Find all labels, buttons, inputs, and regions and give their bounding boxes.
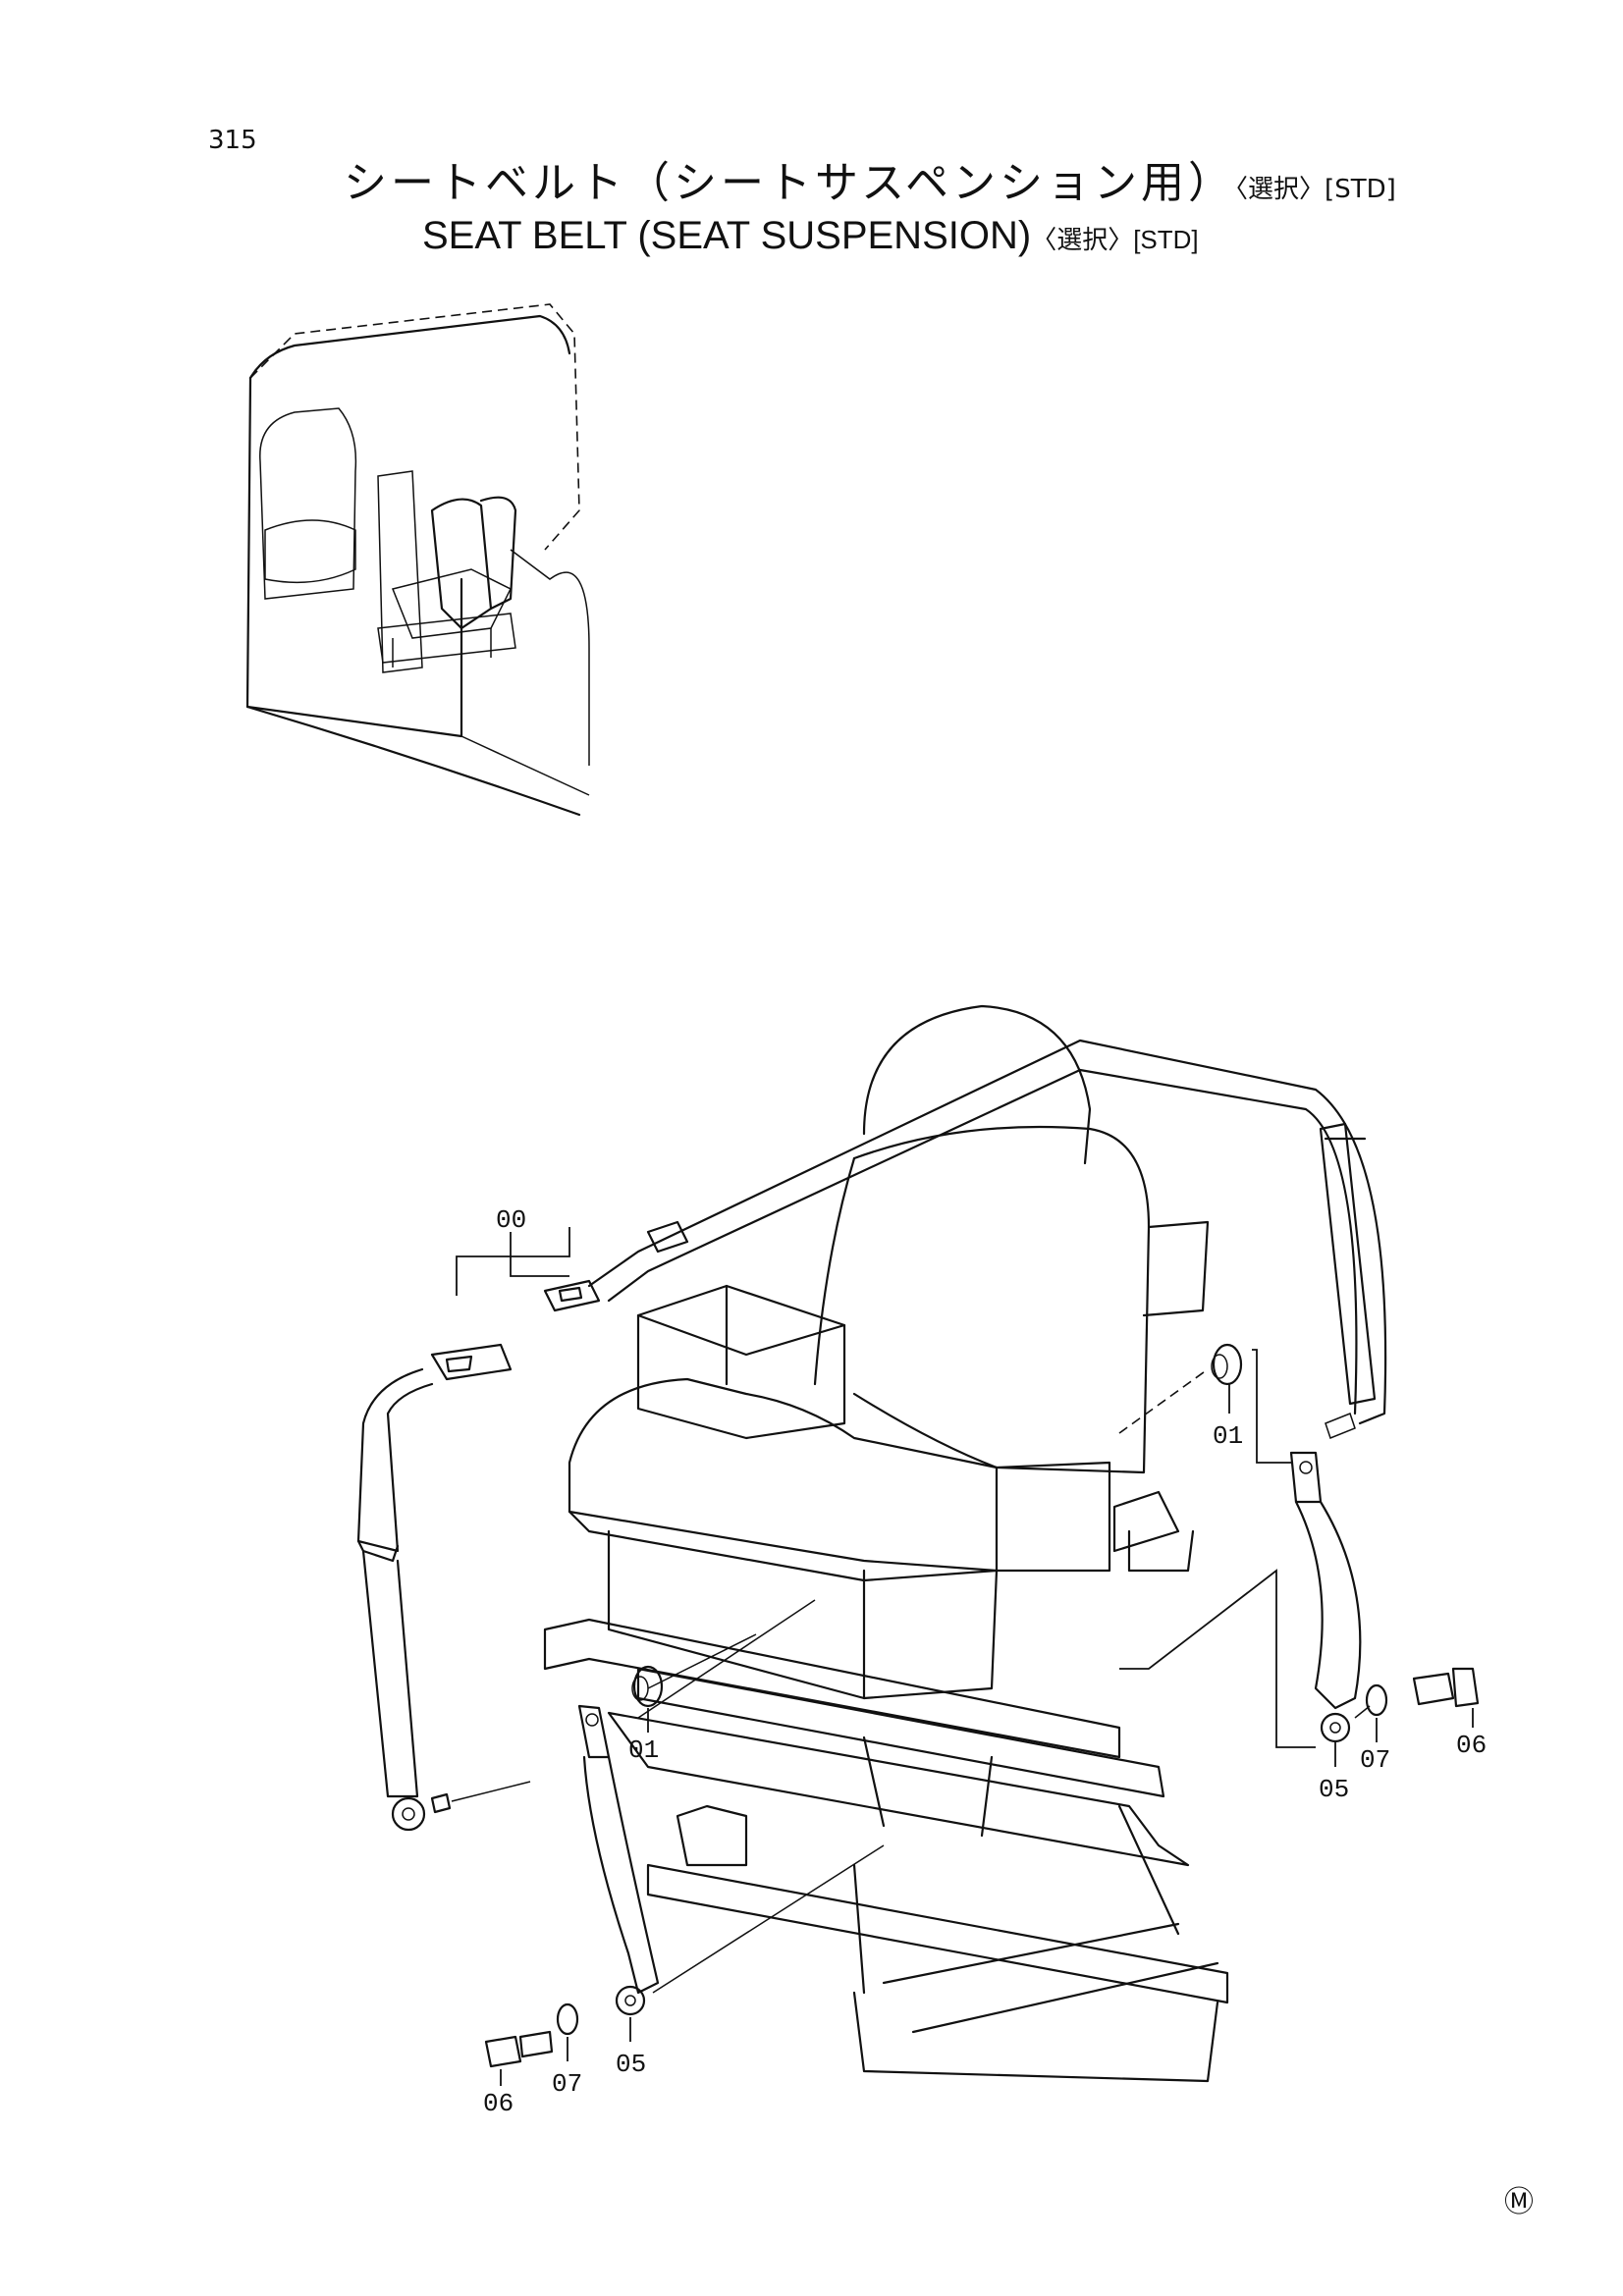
seat-belt-left-assembly: [356, 1343, 531, 1832]
callout-06-left: 06: [483, 2089, 514, 2118]
callout-06-right: 06: [1456, 1731, 1487, 1760]
callout-00: 00: [496, 1205, 526, 1235]
callout-01-right: 01: [1213, 1421, 1243, 1451]
operator-seat: [543, 1004, 1229, 2083]
callout-leaders: [456, 1227, 1474, 2086]
cab-location-inset: [245, 303, 590, 817]
callout-05-left: 05: [616, 2050, 646, 2079]
title-japanese-suffix: 〈選択〉[STD]: [1235, 175, 1396, 204]
title-japanese: シートベルト（シートサスペンション用）〈選択〉[STD]: [344, 147, 1396, 210]
title-japanese-text: シートベルト（シートサスペンション用）: [344, 158, 1236, 208]
catalog-mark: Ⓜ: [1504, 2185, 1534, 2219]
left-brackets: [484, 1599, 885, 2068]
title-english: SEAT BELT (SEAT SUSPENSION)〈選択〉[STD]: [422, 214, 1199, 258]
callout-07-left: 07: [552, 2069, 582, 2099]
page-number: 315: [208, 126, 257, 155]
callout-05-right: 05: [1319, 1775, 1349, 1804]
belt-buckle-strap: [543, 1039, 1387, 1439]
callout-01-left: 01: [628, 1735, 659, 1765]
right-brackets: [1118, 1343, 1480, 1743]
callout-07-right: 07: [1360, 1745, 1390, 1775]
title-english-suffix: 〈選択〉[STD]: [1031, 225, 1199, 254]
title-english-text: SEAT BELT (SEAT SUSPENSION): [422, 214, 1032, 257]
